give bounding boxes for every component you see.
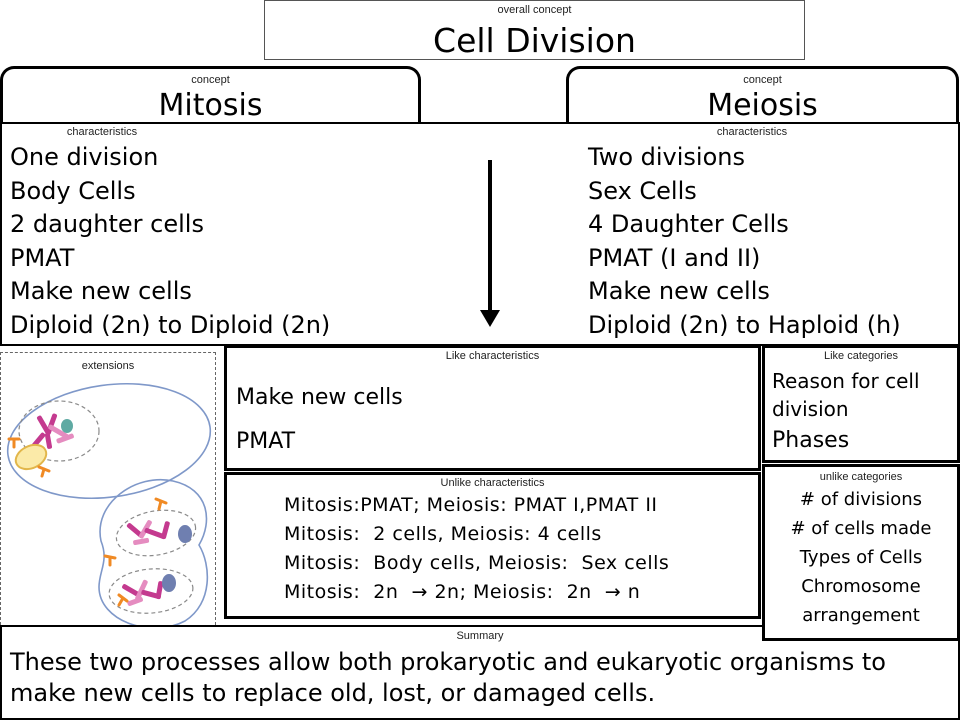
characteristic-item: PMAT (I and II) — [588, 243, 761, 272]
unlike-categories-box: unlike categories # of divisions # of ce… — [762, 464, 960, 641]
characteristic-item: Diploid (2n) to Haploid (h) — [588, 310, 901, 339]
concept-title: Mitosis — [158, 88, 263, 123]
like-characteristic-item: Make new cells — [236, 385, 403, 410]
meiosis-characteristics-list: Two divisions Sex Cells 4 Daughter Cells… — [588, 141, 901, 342]
centriole — [7, 437, 21, 449]
unlike-characteristic-item: Mitosis:PMAT; Meiosis: PMAT I,PMAT II — [284, 493, 658, 516]
unlike-category-item: Types of Cells — [799, 546, 923, 568]
characteristic-item: Sex Cells — [588, 176, 697, 205]
down-arrow-icon — [480, 160, 500, 327]
characteristic-item: Two divisions — [588, 143, 745, 171]
characteristic-item: Body Cells — [10, 176, 136, 205]
nucleus-outline — [115, 509, 197, 557]
cell-illustrations — [6, 382, 212, 629]
unlike-characteristics-list: Mitosis:PMAT; Meiosis: PMAT I,PMAT II Mi… — [284, 491, 669, 607]
centriole — [117, 593, 129, 607]
overall-concept-box: overall concept Cell Division — [264, 0, 805, 60]
characteristic-item: Make new cells — [588, 277, 770, 305]
concept-label: concept — [743, 74, 782, 86]
chromosomes — [122, 520, 170, 606]
unlike-category-item: Chromosome arrangement — [801, 575, 921, 626]
unlike-category-item: # of cells made — [790, 517, 932, 539]
nucleolus — [178, 525, 192, 543]
nucleus-outline — [18, 400, 100, 462]
like-category-item: Phases — [772, 428, 850, 453]
cell-membrane — [6, 382, 212, 500]
cell-membrane — [98, 478, 209, 629]
mitosis-characteristics-list: One division Body Cells 2 daughter cells… — [10, 141, 330, 342]
characteristics-label-right: characteristics — [716, 126, 788, 138]
like-characteristics-label: Like characteristics — [445, 350, 540, 362]
dividing-cell-illustration — [98, 478, 209, 629]
unlike-categories-label: unlike categories — [819, 471, 903, 483]
concept-box-meiosis: concept Meiosis — [566, 66, 959, 123]
unlike-characteristic-item: Mitosis: 2n → 2n; Meiosis: 2n → n — [284, 580, 641, 603]
nucleolus — [61, 419, 73, 433]
characteristic-item: Make new cells — [10, 277, 192, 305]
unlike-characteristic-item: Mitosis: Body cells, Meiosis: Sex cells — [284, 551, 670, 574]
unlike-category-item: # of divisions — [799, 488, 923, 510]
characteristic-item: PMAT — [10, 243, 75, 272]
spindle — [14, 443, 48, 471]
unlike-characteristic-item: Mitosis: 2 cells, Meiosis: 4 cells — [284, 522, 602, 545]
like-categories-list: Reason for cell division Phases — [772, 367, 954, 459]
like-categories-box: Like categories Reason for cell division… — [762, 345, 960, 463]
summary-label: Summary — [456, 630, 504, 642]
nucleus-outline — [108, 568, 194, 614]
summary-text: These two processes allow both prokaryot… — [10, 647, 886, 707]
extensions-box: extensions — [0, 352, 216, 630]
like-characteristic-item: PMAT — [236, 429, 296, 454]
characteristic-item: 2 daughter cells — [10, 210, 204, 238]
interphase-cell-illustration — [6, 382, 212, 500]
extensions-label: extensions — [81, 360, 135, 372]
like-category-item: Reason for cell division — [772, 369, 920, 421]
characteristics-label-left: characteristics — [66, 126, 138, 138]
characteristic-item: Diploid (2n) to Diploid (2n) — [10, 310, 331, 339]
characteristics-box: characteristics characteristics One divi… — [0, 122, 960, 346]
like-categories-label: Like categories — [824, 350, 898, 362]
unlike-categories-list: # of divisions # of cells made Types of … — [765, 485, 957, 630]
unlike-characteristics-label: Unlike characteristics — [440, 477, 545, 489]
concept-title: Meiosis — [707, 88, 818, 123]
centriole — [154, 497, 168, 511]
nucleolus — [162, 574, 176, 592]
overall-concept-title: Cell Division — [433, 21, 636, 60]
centriole — [103, 554, 117, 567]
like-characteristics-box: Like characteristics Make new cells PMAT — [224, 345, 761, 471]
concept-box-mitosis: concept Mitosis — [0, 66, 421, 123]
like-characteristics-list: Make new cells PMAT — [236, 376, 403, 464]
concept-label: concept — [191, 74, 230, 86]
unlike-characteristics-box: Unlike characteristics Mitosis:PMAT; Mei… — [224, 472, 761, 619]
centriole — [37, 465, 51, 478]
arrow-head — [480, 310, 500, 327]
characteristic-item: One division — [10, 143, 159, 171]
overall-concept-label: overall concept — [497, 4, 572, 16]
characteristic-item: 4 Daughter Cells — [588, 210, 789, 238]
